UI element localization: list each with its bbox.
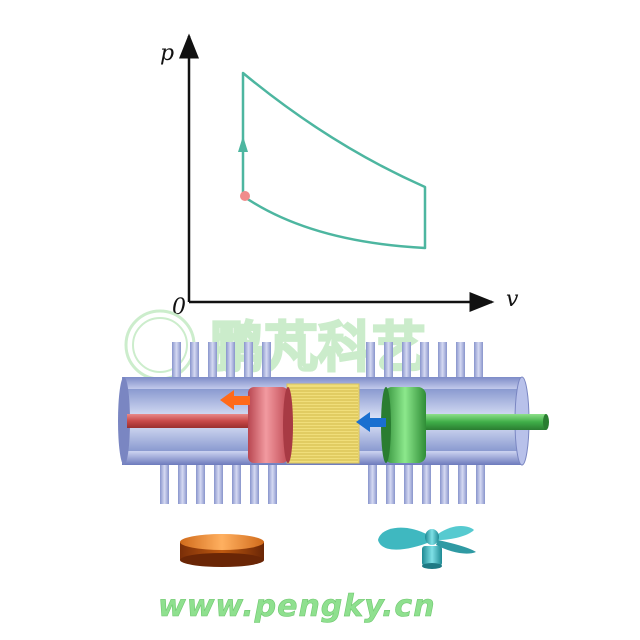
fan-icon: [378, 526, 476, 569]
hot-piston-rod: [127, 414, 252, 428]
cooling-fins-bottom-left: [160, 460, 277, 504]
regenerator: [286, 383, 360, 464]
watermark-url: www.pengky.cn: [158, 589, 436, 624]
cooling-fins-top-left: [172, 342, 271, 382]
x-axis-label: v: [506, 287, 519, 312]
watermark-text: 鹏芃科艺: [210, 316, 426, 379]
watermark: 鹏芃科艺: [124, 309, 427, 381]
cold-piston-rod: [420, 414, 546, 430]
cycle-curve: [241, 71, 427, 250]
state-point: [240, 191, 250, 201]
cycle-direction-arrow-icon: [238, 136, 248, 152]
burner-icon: [180, 534, 264, 567]
hot-piston-arrow-icon: [220, 390, 250, 410]
watermark-logo-icon: [124, 309, 196, 381]
cold-piston-arrow-icon: [356, 412, 386, 432]
stirling-engine: [118, 342, 549, 504]
hot-piston: [248, 387, 293, 463]
cooling-fins-bottom-right: [368, 460, 485, 504]
cooling-fins-top-right: [366, 342, 483, 382]
pv-diagram: p v 0: [160, 33, 519, 320]
cold-piston: [381, 387, 426, 463]
y-axis-label: p: [160, 41, 174, 66]
